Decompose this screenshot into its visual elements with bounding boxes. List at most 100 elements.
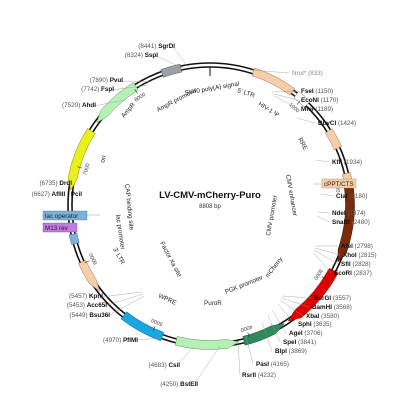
tick-mark — [134, 89, 138, 94]
site-leader — [194, 345, 221, 384]
site-right-label: SnaBI (2480) — [332, 219, 370, 226]
site-leader — [314, 247, 341, 256]
lacop-box — [42, 210, 88, 221]
site-leader — [237, 341, 241, 376]
tick-mark — [152, 326, 156, 331]
feature-label-cppt: cPPT/CTS — [324, 181, 354, 188]
feature-arc-cmv-enh — [337, 184, 355, 263]
site-right-label: EcoRI (2837) — [334, 270, 372, 277]
site-bottom-label: (4683) CsiI — [148, 362, 180, 369]
site-right-label: BlpI (3869) — [275, 348, 307, 355]
site-right-label: AgeI (3706) — [289, 330, 323, 337]
site-leader — [281, 295, 312, 299]
feature-arc-ltr5 — [251, 67, 295, 96]
site-leader — [172, 46, 189, 68]
site-leader — [319, 193, 334, 197]
site-leader — [313, 249, 339, 265]
site-leader — [273, 93, 299, 101]
site-leader — [316, 215, 330, 223]
tick-mark — [247, 332, 250, 338]
feature-label-ltr5: 5' LTR — [236, 87, 256, 99]
feature-label-lac-prom: lac promoter — [114, 214, 126, 250]
site-left-label: (8324) SspI — [125, 52, 159, 59]
feature-arc-ori — [67, 128, 96, 192]
site-leader — [280, 297, 310, 308]
site-leader — [120, 80, 153, 83]
m13-box — [42, 222, 78, 233]
site-left-label: (7520) AhdI — [62, 102, 96, 109]
site-leader — [261, 321, 273, 352]
site-right-label: BamHI (3568) — [312, 304, 352, 311]
site-right-label: FseI (1150) — [301, 88, 333, 95]
feature-label-ampr: AmpR — [120, 101, 137, 119]
site-leader — [312, 251, 332, 274]
feature-arc-sv40 — [160, 63, 183, 78]
site-left-label: (5457) KpnI — [69, 293, 103, 300]
feature-label-cmv-enh: CMV enhancer — [284, 174, 298, 217]
site-right-label: RsrII (4232) — [242, 372, 276, 379]
tick-mark — [296, 100, 301, 105]
site-right-label: BbvCI (1424) — [318, 120, 356, 127]
sites-left: (8441) SgrDI(8324) SspI(7890) PvuI(7742)… — [32, 43, 189, 319]
site-leader — [107, 295, 145, 317]
site-right-label: XhoI (2815) — [343, 252, 377, 259]
site-left-label: (7742) FspI — [81, 86, 114, 93]
tick-mark — [84, 260, 90, 264]
site-leader — [317, 211, 330, 214]
tick-label: 5000 — [151, 316, 164, 326]
site-bottom-label: (4250) BstEII — [160, 381, 198, 388]
feature-arc-ltr3 — [78, 259, 101, 292]
site-right-label: XbaI (3580) — [306, 313, 339, 320]
sites-right: NruI* (833)FseI (1150)EcoNI (1170)MfeI (… — [237, 69, 377, 379]
feature-label-cmv-prom: CMV promoter — [265, 195, 279, 237]
feature-label-rre: RRE — [296, 137, 308, 152]
site-leader — [245, 335, 254, 365]
site-left-label: (5453) Acc65I — [67, 302, 108, 309]
site-leader — [271, 90, 299, 93]
feature-label-pgk: PGK promoter — [224, 274, 264, 296]
feature-label-ltr3: 3' LTR — [111, 247, 126, 266]
feature-arc-rre — [324, 128, 342, 151]
feature-arc-hiv — [293, 91, 311, 108]
feature-arc-lacop — [68, 232, 80, 246]
feature-label-puror: PuroR — [204, 300, 222, 307]
plasmid-name: LV-CMV-mCherry-Puro — [159, 190, 261, 201]
tick-label: 8000 — [134, 92, 147, 104]
tick-label: 4000 — [240, 323, 253, 332]
site-leader — [104, 293, 144, 307]
site-right-label: MfeI (1189) — [301, 106, 333, 113]
site-right-label: ClaI (2180) — [336, 193, 368, 200]
feature-label-hiv: HIV-1 Ψ — [257, 101, 280, 119]
feature-label-cap: CAP binding site — [123, 183, 135, 230]
site-leader — [279, 299, 304, 317]
feature-label-wpre: WPRE — [157, 292, 177, 306]
feature-label-ori: ori — [99, 155, 108, 164]
tick-label: 3000 — [312, 267, 324, 280]
site-right-label: KflI (1934) — [332, 159, 362, 166]
site-leader — [271, 309, 287, 334]
site-right-label: EcoNI (1170) — [301, 97, 338, 104]
site-right-label: PasI (4165) — [256, 361, 289, 368]
feature-layer — [67, 63, 355, 350]
site-leader — [111, 84, 149, 91]
feature-arc-puror — [174, 336, 240, 350]
site-left-label: (6735) DrdI — [39, 180, 72, 187]
site-leader — [267, 315, 281, 343]
feature-label-factorxa: Factor Xa site — [158, 241, 183, 279]
feature-arc-mcherry — [287, 268, 339, 322]
feature-label-mcherry: mCherry — [264, 255, 285, 279]
site-leader — [274, 95, 299, 110]
plasmid-length: 8808 bp — [199, 204, 221, 210]
feature-label-sv40: SV40 poly(A) signal — [184, 80, 240, 96]
tick-mark — [321, 276, 327, 280]
site-right-label: SphI (3635) — [298, 321, 332, 328]
tick-label: 7000 — [82, 163, 91, 176]
site-right-label: SpeI (3841) — [283, 339, 316, 346]
site-leader — [93, 99, 126, 107]
site-left-label: (8441) SgrDI — [138, 43, 175, 50]
site-right-label: AfeI (2798) — [341, 243, 373, 250]
feature-arc-ampr — [96, 82, 139, 124]
site-left-label: (6627) AflIII · PciI — [32, 191, 83, 198]
site-right-label: NdeI (2374) — [332, 210, 366, 217]
